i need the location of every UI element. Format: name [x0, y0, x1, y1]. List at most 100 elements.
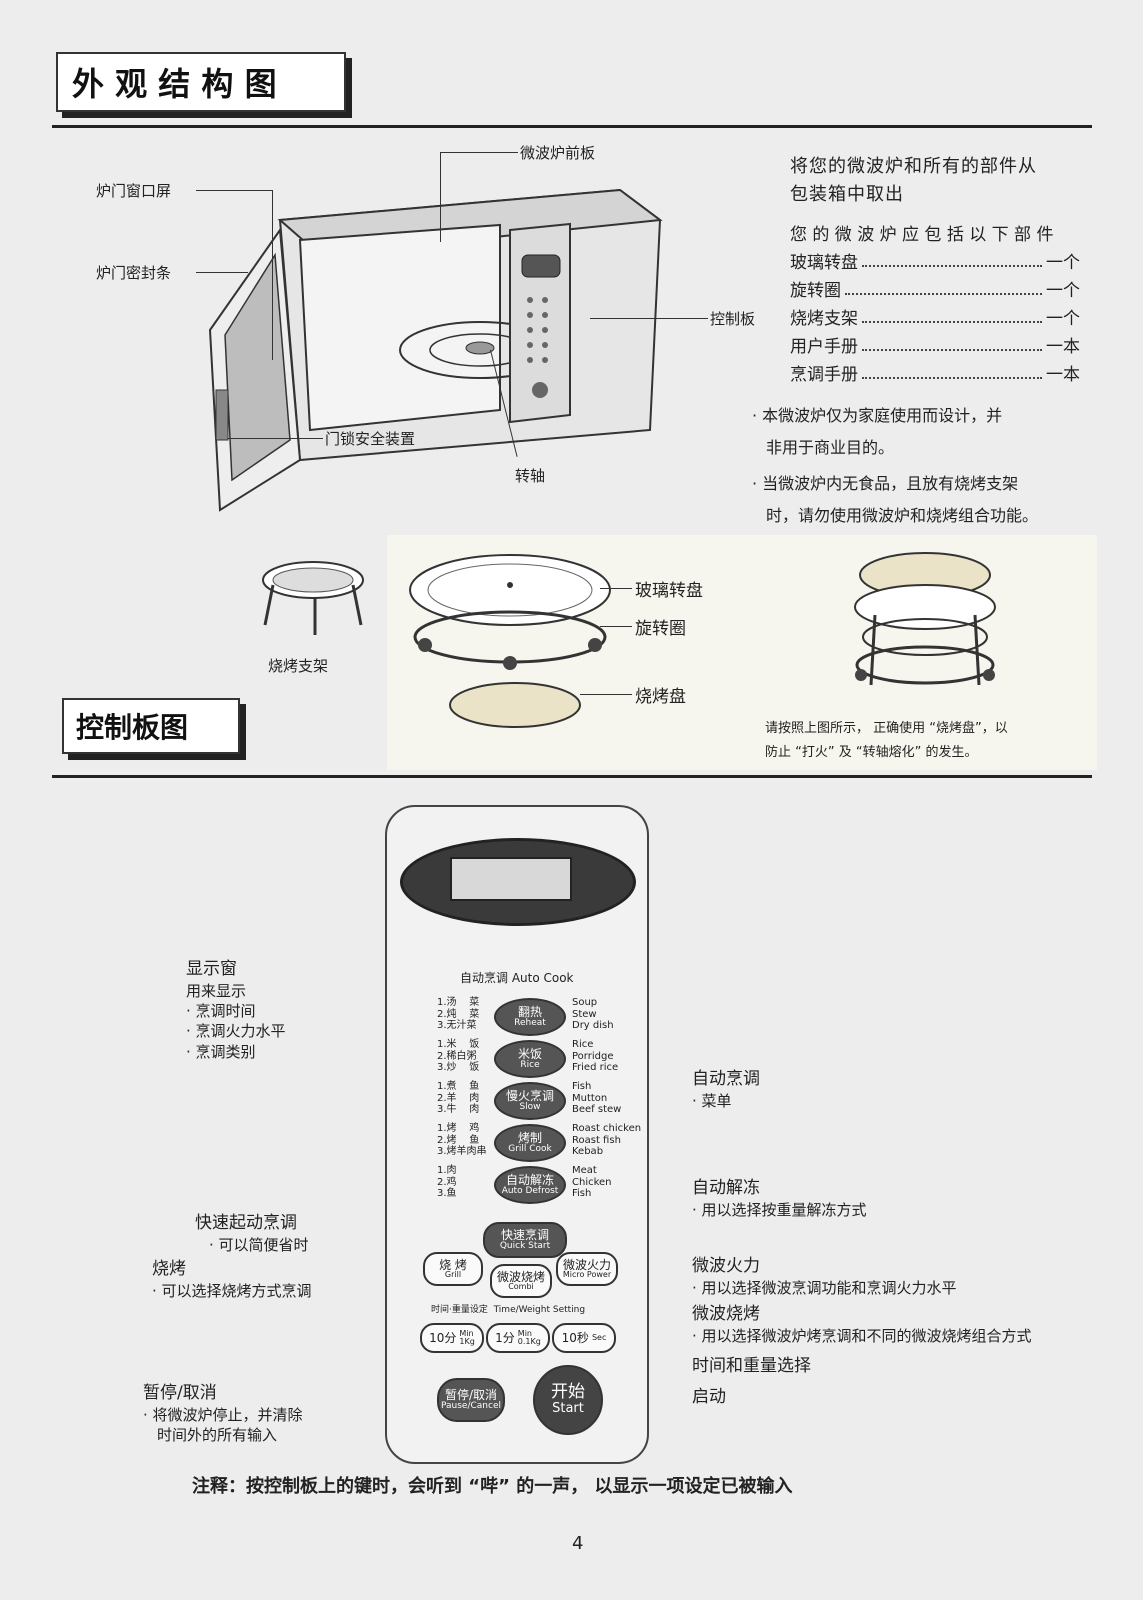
auto-cook-row-right: Meat Chicken Fish [572, 1165, 612, 1200]
accessory-dots [862, 248, 1042, 267]
start-label: 开始 [551, 1384, 585, 1402]
grill-label-en: Grill [445, 1271, 461, 1279]
section-title-exterior: 外 观 结 构 图 [56, 52, 346, 112]
annotation-grill-title: 烧烤 [152, 1258, 312, 1281]
accessory-item: 烧烤支架一个 [790, 304, 1080, 329]
accessory-name: 用户手册 [790, 332, 858, 357]
note-rack-warning-2: 时，请勿使用微波炉和烧烤组合功能。 [766, 508, 1038, 524]
auto-defrost-label-en: Auto Defrost [502, 1187, 559, 1196]
accessory-name: 烹调手册 [790, 360, 858, 385]
pause-label: 暂停/取消 [445, 1389, 497, 1402]
annotation-auto-cook-desc: · 菜单 [692, 1091, 760, 1111]
annotation-time-weight: 时间和重量选择 [692, 1355, 811, 1378]
annotation-micro-power-title: 微波火力 [692, 1255, 957, 1278]
accessory-item: 用户手册一本 [790, 332, 1080, 357]
annotation-pause-title: 暂停/取消 [143, 1382, 303, 1405]
auto-cook-row-left: 1.汤 菜 2.炖 菜 3.无汁菜 [437, 997, 479, 1032]
accessory-dots [862, 360, 1042, 379]
quick-start-label-en: Quick Start [500, 1242, 550, 1251]
section-rule-middle [52, 775, 1092, 778]
annotation-combi-desc: · 用以选择微波炉烤烹调和不同的微波烧烤组合方式 [692, 1326, 1032, 1346]
auto-cook-row-right: Rice Porridge Fried rice [572, 1039, 618, 1074]
label-grill-plate: 烧烤盘 [635, 682, 686, 707]
time-weight-header: 时间·重量设定 Time/Weight Setting [431, 1305, 585, 1315]
display-screen [450, 857, 572, 901]
annotation-time-weight-title: 时间和重量选择 [692, 1355, 811, 1378]
slow-cook-label: 慢火烹调 [506, 1090, 554, 1103]
annotation-micro-power-desc: · 用以选择微波烹调功能和烹调火力水平 [692, 1278, 957, 1298]
accessory-qty: 一个 [1046, 248, 1080, 273]
micro-power-label-en: Micro Power [563, 1271, 611, 1279]
annotation-auto-cook: 自动烹调 · 菜单 [692, 1068, 760, 1111]
combi-label-en: Combi [508, 1283, 534, 1291]
page-number: 4 [572, 1535, 583, 1553]
leader-door-lock [228, 438, 323, 439]
annotation-display-line: · 烹调类别 [186, 1042, 286, 1062]
label-grill-rack: 烧烤支架 [268, 655, 328, 676]
rice-label-en: Rice [520, 1061, 539, 1070]
footer-note: 注释：按控制板上的键时，会听到 “哔” 的一声， 以显示一项设定已被输入 [192, 1478, 792, 1496]
accessories-include: 您 的 微 波 炉 应 包 括 以 下 部 件 [790, 220, 1053, 245]
section-title-control-panel: 控制板图 [62, 698, 240, 754]
accessories-intro-1: 将您的微波炉和所有的部件从 [790, 152, 1037, 178]
annotation-start: 启动 [692, 1386, 726, 1409]
accessory-qty: 一本 [1046, 360, 1080, 385]
auto-cook-row-left: 1.肉 2.鸡 3.鱼 [437, 1165, 457, 1200]
accessories-intro-2: 包装箱中取出 [790, 180, 904, 206]
grill-cook-label: 烤制 [518, 1132, 542, 1145]
label-roller-ring: 旋转圈 [635, 614, 686, 639]
annotation-grill-desc: · 可以选择烧烤方式烹调 [152, 1281, 312, 1301]
leader-door-window [196, 190, 272, 191]
annotation-display-line: 用来显示 [186, 981, 286, 1001]
section-title-control-panel-text: 控制板图 [76, 706, 188, 746]
label-shaft: 转轴 [515, 465, 545, 486]
label-door-window: 炉门窗口屏 [96, 180, 171, 201]
annotation-auto-cook-title: 自动烹调 [692, 1068, 760, 1091]
note-home-use-1: · 本微波炉仅为家庭使用而设计，并 [752, 408, 1002, 424]
ten-min-weight: 1Kg [459, 1338, 474, 1346]
ten-sec-unit: Sec [592, 1334, 606, 1342]
microwave-illustration [180, 160, 740, 540]
accessory-dots [862, 332, 1042, 351]
auto-cook-header: 自动烹调 Auto Cook [460, 972, 574, 986]
stacked-assembly-illustration [845, 545, 1005, 705]
leader-glass-tray [600, 588, 632, 589]
label-door-lock: 门锁安全装置 [325, 428, 415, 449]
auto-cook-row-right: Fish Mutton Beef stew [572, 1081, 621, 1116]
leader-front-panel-v [440, 152, 441, 242]
quick-start-label: 快速烹调 [501, 1229, 549, 1242]
note-home-use-2: 非用于商业目的。 [766, 440, 894, 456]
leader-grill-plate [580, 694, 632, 695]
annotation-combi: 微波烧烤 · 用以选择微波炉烤烹调和不同的微波烧烤组合方式 [692, 1303, 1032, 1346]
ten-sec-label: 10秒 [562, 1332, 589, 1345]
accessory-name: 烧烤支架 [790, 304, 858, 329]
label-door-seal: 炉门密封条 [96, 262, 171, 283]
annotation-pause-line: 时间外的所有输入 [143, 1425, 303, 1445]
annotation-display-line: · 烹调火力水平 [186, 1021, 286, 1041]
accessory-item: 玻璃转盘一个 [790, 248, 1080, 273]
annotation-quick-start-desc: · 可以简便省时 [195, 1235, 309, 1255]
auto-defrost-label: 自动解冻 [506, 1174, 554, 1187]
ten-min-label: 10分 [429, 1332, 456, 1345]
leader-door-seal [196, 272, 248, 273]
accessory-dots [862, 304, 1042, 323]
leader-door-window-v [272, 190, 273, 360]
one-min-weight: 0.1Kg [518, 1338, 541, 1346]
grill-rack-illustration [255, 555, 375, 645]
annotation-quick-start: 快速起动烹调 · 可以简便省时 [195, 1212, 309, 1255]
accessory-item: 旋转圈一个 [790, 276, 1080, 301]
